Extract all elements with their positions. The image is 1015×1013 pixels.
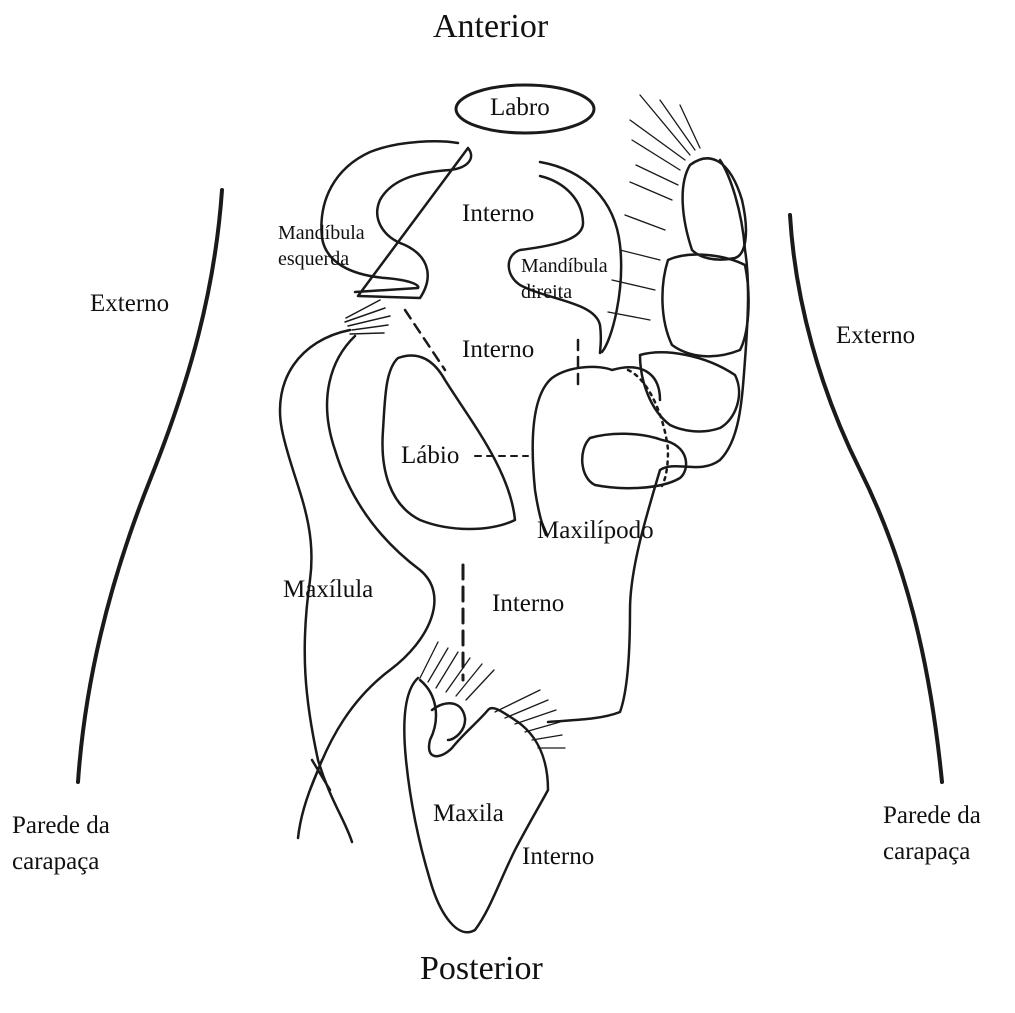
externo-right-label: Externo	[836, 322, 915, 350]
mandibula-esquerda-line1: Mandíbula	[278, 222, 365, 244]
parede-left-line2: carapaça	[12, 848, 110, 876]
carapace-wall-left	[78, 190, 222, 782]
mandibula-direita-line1: Mandíbula	[521, 255, 608, 277]
maxilla-setae	[420, 642, 565, 748]
interno-top-label: Interno	[462, 200, 534, 228]
labio-label: Lábio	[401, 442, 459, 470]
labro-label: Labro	[490, 94, 550, 122]
maxila-label: Maxila	[433, 800, 504, 828]
parede-left-line1: Parede da	[12, 812, 110, 840]
left-mandible	[321, 141, 471, 298]
maxilipodo-label: Maxilípodo	[537, 517, 654, 545]
parede-right-line1: Parede da	[883, 802, 981, 830]
maxilliped-setae	[608, 95, 700, 320]
externo-left-label: Externo	[90, 290, 169, 318]
mandibula-direita-label: Mandíbula direita	[521, 255, 608, 303]
interno-bottom-label: Interno	[522, 843, 594, 871]
anterior-label: Anterior	[433, 8, 548, 45]
carapace-wall-right	[790, 215, 942, 782]
parede-left-label: Parede da carapaça	[12, 812, 110, 875]
parede-right-label: Parede da carapaça	[883, 802, 981, 865]
maxilliped	[533, 160, 748, 722]
interno-lower-label: Interno	[492, 590, 564, 618]
parede-right-line2: carapaça	[883, 838, 981, 866]
mandibula-direita-line2: direita	[521, 281, 608, 303]
pointer-line-mandible	[405, 310, 445, 370]
maxillula-setae	[345, 300, 390, 334]
posterior-label: Posterior	[420, 950, 543, 987]
interno-mid-label: Interno	[462, 336, 534, 364]
mandibula-esquerda-label: Mandíbula esquerda	[278, 222, 365, 270]
maxilula-label: Maxílula	[283, 576, 373, 604]
mandibula-esquerda-line2: esquerda	[278, 248, 365, 270]
